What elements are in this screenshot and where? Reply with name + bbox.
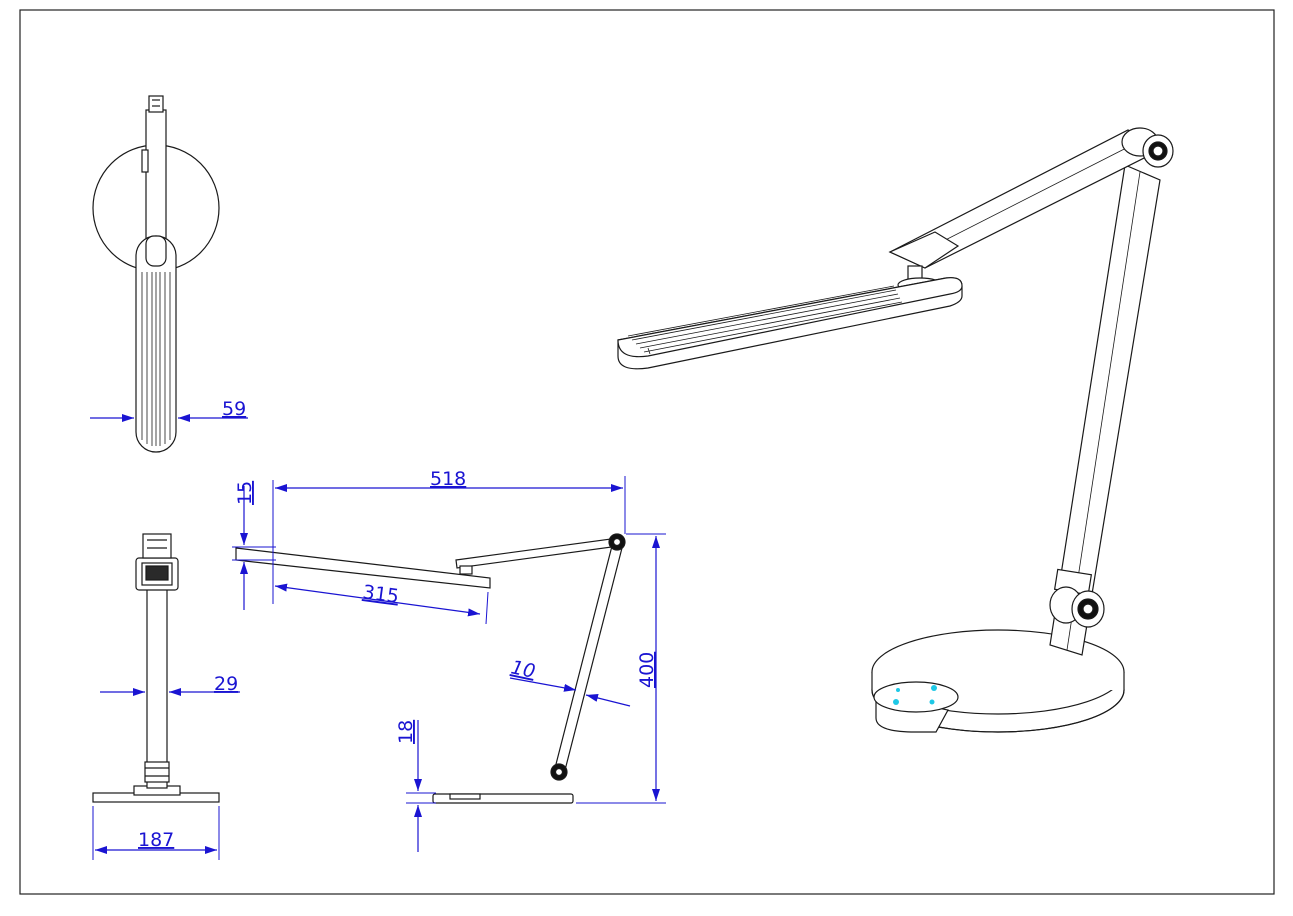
- drawing-frame: [19, 9, 1275, 895]
- iso-touch-buttons: [893, 685, 937, 705]
- dimension-base-thickness: 18: [395, 720, 436, 852]
- dimension-arm-length: 518: [272, 468, 626, 604]
- dimension-arm-width: 29: [100, 673, 240, 696]
- isometric-view: [617, 127, 1174, 733]
- dimension-label-18: 18: [395, 720, 417, 744]
- iso-lower-arm: [1049, 164, 1161, 656]
- dimension-head-width: 59: [90, 398, 248, 422]
- dimension-label-400: 400: [636, 652, 658, 688]
- iso-touch-pad: [873, 681, 959, 713]
- dimension-label-59: 59: [222, 398, 246, 420]
- dimension-label-10: 10: [509, 656, 537, 683]
- dimension-label-29: 29: [214, 673, 238, 695]
- dimension-label-15: 15: [234, 481, 256, 505]
- side-view: [235, 533, 626, 804]
- top-view-hinge: [148, 95, 164, 113]
- iso-led-strips: [627, 285, 903, 355]
- dimension-height: 400: [576, 533, 666, 804]
- dimension-head-thickness: 15: [232, 481, 276, 610]
- top-view-arm: [145, 109, 167, 241]
- dimension-label-187: 187: [138, 829, 174, 851]
- top-view: [92, 95, 220, 453]
- dimension-label-518: 518: [430, 468, 466, 490]
- side-view-upper-arm: [455, 537, 620, 569]
- front-view: [92, 533, 220, 803]
- front-view-arm: [146, 587, 168, 789]
- side-view-lower-arm: [553, 545, 623, 775]
- dimension-base-width: 187: [92, 806, 220, 860]
- side-view-lamp-head: [235, 547, 491, 589]
- dimension-arm-thickness: 10: [509, 656, 631, 707]
- dimension-label-315: 315: [361, 581, 400, 608]
- dimension-head-length: 315: [274, 581, 489, 625]
